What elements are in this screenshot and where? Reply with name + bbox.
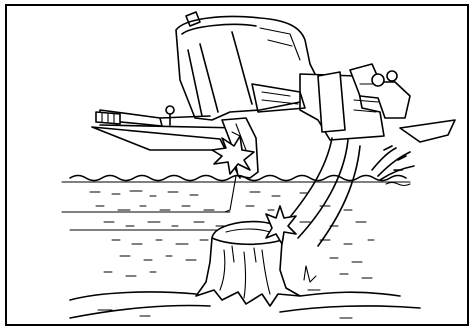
outboard-motor-icon [95, 11, 411, 179]
underwater-hatching [61, 190, 375, 279]
impact-burst-icon [211, 135, 255, 175]
water-splash-icon [371, 145, 415, 187]
tree-stump-icon [195, 220, 301, 307]
riverbed [69, 265, 421, 319]
stump-impact-burst [265, 205, 297, 245]
motion-lines [224, 137, 361, 247]
